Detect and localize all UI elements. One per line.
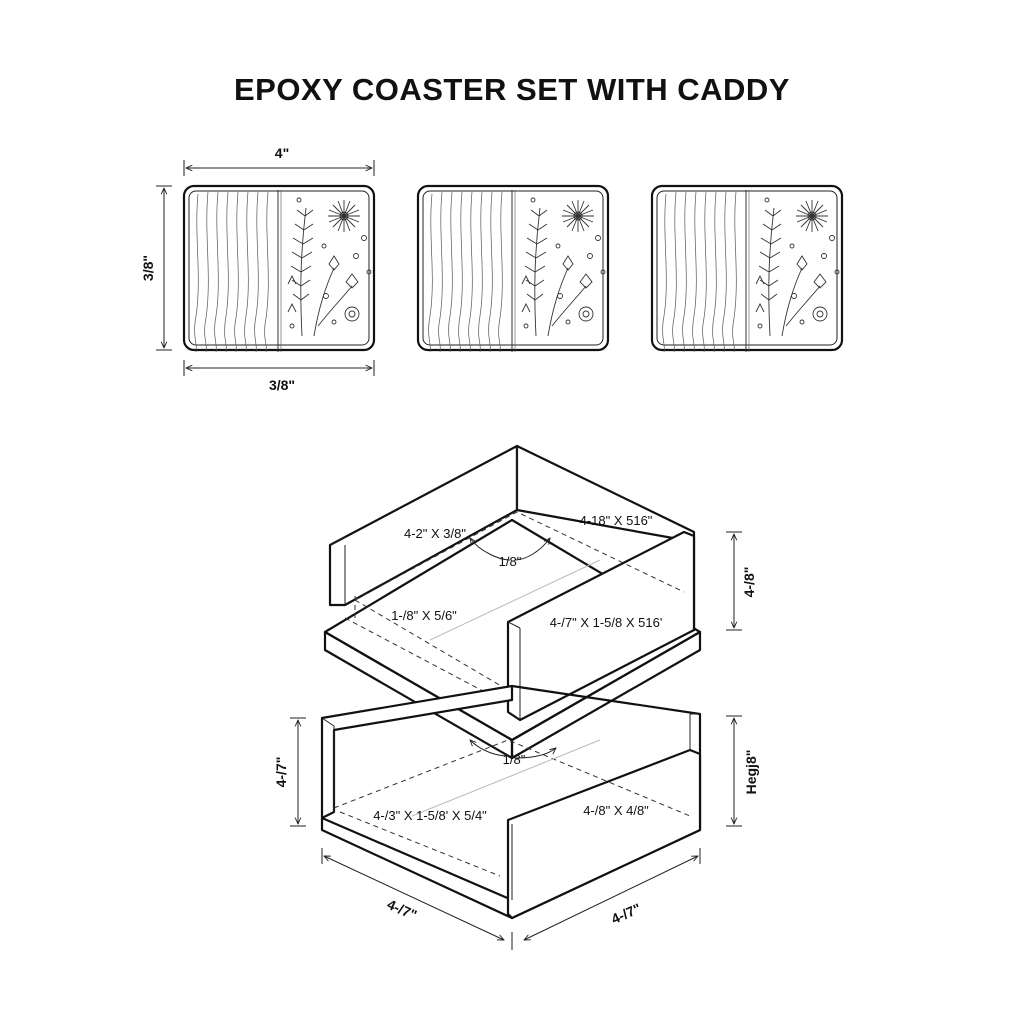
- lower-right-side-label: 4-/8" X 4/8": [583, 803, 649, 818]
- page-title: EPOXY COASTER SET WITH CADDY: [234, 72, 790, 107]
- upper-left-inner-label: 1-/8" X 5/6": [391, 608, 457, 623]
- lower-center-label: 1/8": [503, 752, 526, 767]
- upper-center-label: 1/8": [499, 554, 522, 569]
- upper-right-side-label: 4-/7" X 1-5/8 X 516': [550, 615, 663, 630]
- lower-left-height-label: 4-/7": [273, 757, 289, 788]
- lower-bottom-left-label: 4-/7": [385, 896, 420, 923]
- upper-back-left-label: 4-2" X 3/8": [404, 526, 466, 541]
- coaster-3: [650, 184, 844, 353]
- lower-floor-label: 4-/3" X 1-5/8' X 5/4": [373, 808, 487, 823]
- coaster-1: [182, 184, 376, 353]
- lower-bottom-right-label: 4-/7": [609, 900, 644, 927]
- upper-right-height-label: 4-/8": [741, 567, 757, 598]
- caddy-lower-box: [290, 684, 742, 950]
- lower-right-height-label: Hegj8": [743, 750, 759, 795]
- caddy-upper-tray: [323, 444, 742, 760]
- coaster-height-label: 3/8": [140, 255, 156, 281]
- coaster-dimensions: [156, 160, 375, 376]
- coaster-width-label: 4": [275, 145, 289, 161]
- upper-back-right-label: 4-18" X 516": [580, 513, 653, 528]
- coaster-bottom-label: 3/8": [269, 377, 295, 393]
- coaster-2: [416, 184, 610, 353]
